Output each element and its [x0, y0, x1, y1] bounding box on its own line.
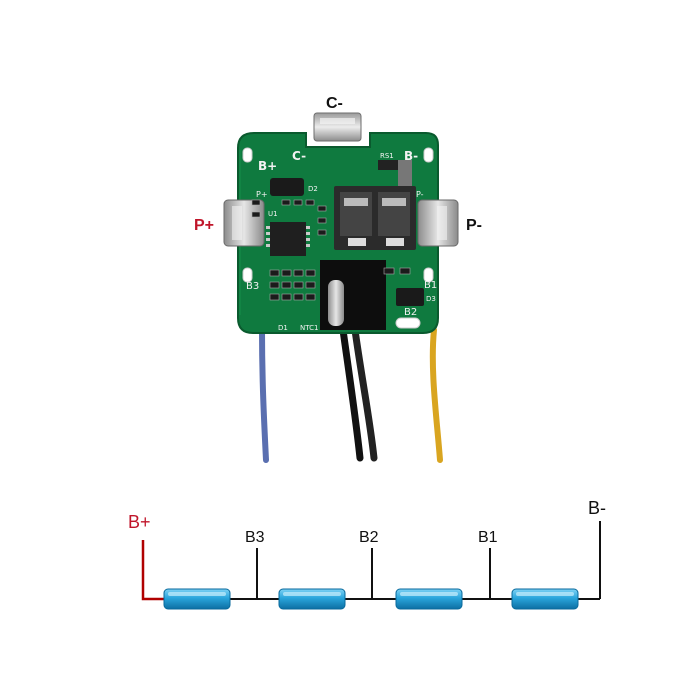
pcb-assembly: B+ C- B- P+ P- B3 B2 B1 RS1 D2 D1 D3 U1 … [194, 95, 482, 463]
p-minus-terminal [417, 199, 459, 247]
blue-wire [259, 327, 269, 463]
silk-ntc1: NTC1 [300, 324, 318, 332]
cell-3 [395, 588, 463, 610]
silk-u1: U1 [268, 210, 278, 218]
silk-d1: D1 [278, 324, 288, 332]
wiring-label-b-plus: B+ [128, 512, 151, 532]
b-plus-lead [141, 540, 166, 601]
silk-b3: B3 [246, 281, 259, 292]
yellow-wire [429, 327, 443, 463]
ic-chip [270, 222, 306, 256]
silk-b-plus: B+ [258, 159, 277, 173]
silk-p-minus: P- [416, 190, 424, 199]
wiring-schematic: B+ B3 B2 B1 B- [128, 498, 606, 610]
wiring-label-b2: B2 [359, 529, 379, 546]
label-p-plus: P+ [194, 217, 214, 234]
label-c-minus: C- [326, 95, 343, 112]
cell-4 [511, 588, 579, 610]
black-wire-left [339, 326, 364, 462]
silk-rs1: RS1 [380, 152, 394, 160]
silk-d3: D3 [426, 295, 436, 303]
p-plus-terminal [223, 199, 265, 247]
c-minus-terminal [313, 112, 362, 142]
silk-b-minus: B- [404, 149, 418, 163]
cell-1 [163, 588, 231, 610]
silk-p-plus: P+ [256, 190, 268, 199]
shunt-resistor [378, 160, 402, 170]
wiring-label-b-minus: B- [588, 498, 606, 518]
wiring-label-b1: B1 [478, 529, 498, 546]
label-p-minus: P- [466, 217, 482, 234]
silk-b1: B1 [424, 280, 437, 291]
wiring-label-b3: B3 [245, 529, 265, 546]
black-wire-right [351, 326, 378, 462]
silk-b2: B2 [404, 307, 417, 318]
silk-c-minus: C- [292, 149, 306, 163]
silk-d2: D2 [308, 185, 318, 193]
cell-2 [278, 588, 346, 610]
